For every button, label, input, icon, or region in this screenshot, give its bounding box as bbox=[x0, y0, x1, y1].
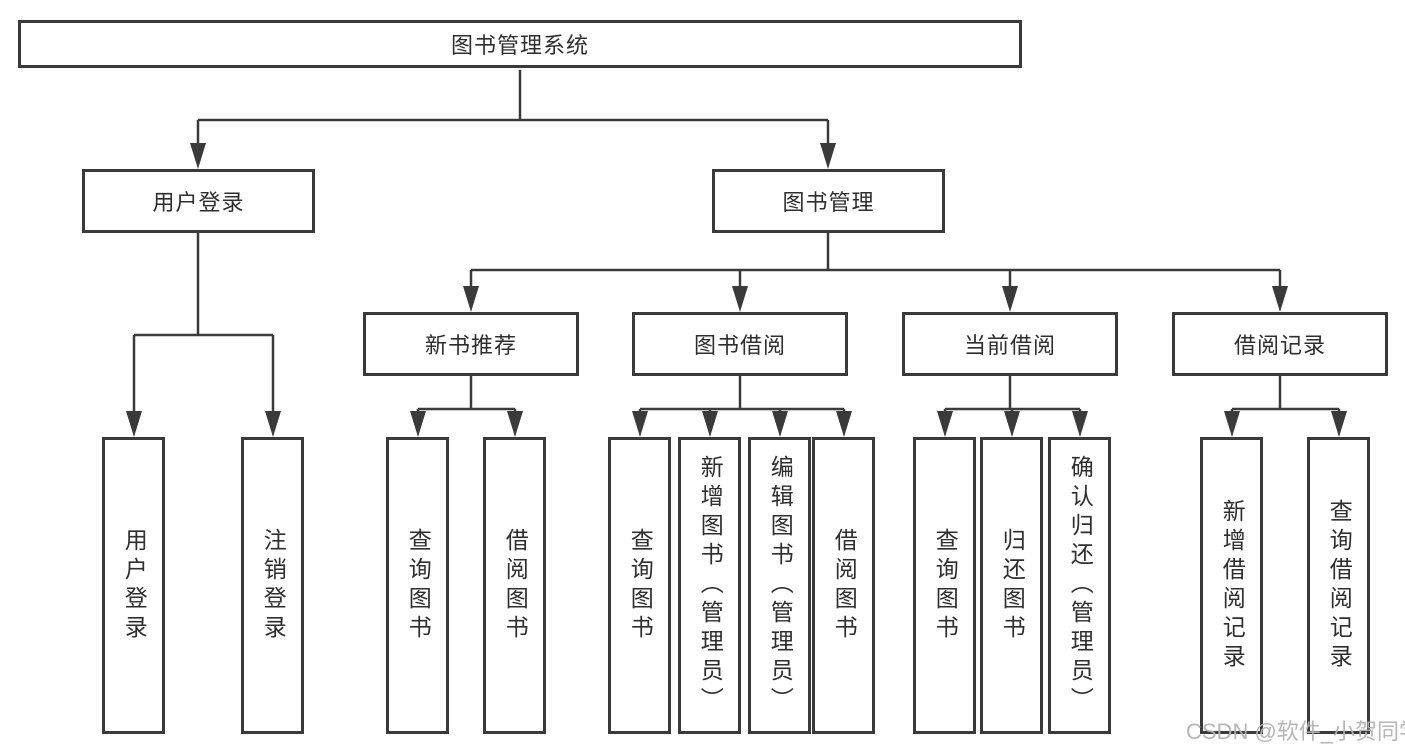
node-label: 图书借阅 bbox=[693, 333, 786, 358]
leaf-user-login: 用户登录 bbox=[102, 437, 165, 734]
node-label: 借阅记录 bbox=[1233, 333, 1326, 358]
leaf-label: 新增图书（管理员） bbox=[697, 455, 724, 716]
leaf-query-borrow-record: 查询借阅记录 bbox=[1307, 437, 1370, 734]
leaf-query-books-recommend: 查询图书 bbox=[386, 437, 449, 734]
node-user-login: 用户登录 bbox=[82, 169, 315, 233]
leaf-logout: 注销登录 bbox=[241, 437, 304, 734]
node-label: 用户登录 bbox=[152, 190, 245, 215]
csdn-watermark: CSDN @软件_小贺同学 bbox=[1186, 719, 1405, 744]
node-label: 图书管理 bbox=[782, 190, 875, 215]
leaf-label: 查询图书 bbox=[627, 527, 654, 644]
leaf-label: 借阅图书 bbox=[831, 527, 858, 644]
leaf-confirm-return-admin: 确认归还（管理员） bbox=[1048, 437, 1111, 734]
leaf-add-book-admin: 新增图书（管理员） bbox=[678, 437, 741, 734]
leaf-label: 借阅图书 bbox=[502, 527, 529, 644]
leaf-label: 注销登录 bbox=[260, 527, 287, 644]
node-current-borrow: 当前借阅 bbox=[902, 312, 1118, 376]
leaf-label: 查询借阅记录 bbox=[1326, 498, 1353, 673]
node-label: 新书推荐 bbox=[424, 333, 517, 358]
leaf-return-book: 归还图书 bbox=[980, 437, 1043, 734]
leaf-label: 查询图书 bbox=[405, 527, 432, 644]
leaf-label: 用户登录 bbox=[121, 527, 148, 644]
leaf-borrow-books: 借阅图书 bbox=[812, 437, 875, 734]
leaf-borrow-books-recommend: 借阅图书 bbox=[483, 437, 546, 734]
leaf-label: 查询图书 bbox=[932, 527, 959, 644]
node-borrow-record: 借阅记录 bbox=[1172, 312, 1388, 376]
leaf-query-books-borrow: 查询图书 bbox=[608, 437, 671, 734]
leaf-label: 编辑图书（管理员） bbox=[767, 455, 794, 716]
leaf-edit-book-admin: 编辑图书（管理员） bbox=[748, 437, 811, 734]
node-book-management: 图书管理 bbox=[712, 169, 945, 233]
leaf-add-borrow-record: 新增借阅记录 bbox=[1200, 437, 1263, 734]
node-new-book-recommend: 新书推荐 bbox=[363, 312, 579, 376]
leaf-label: 确认归还（管理员） bbox=[1067, 455, 1094, 716]
node-label: 当前借阅 bbox=[963, 333, 1056, 358]
leaf-query-books-current: 查询图书 bbox=[913, 437, 976, 734]
leaf-label: 归还图书 bbox=[999, 527, 1026, 644]
node-book-borrow: 图书借阅 bbox=[632, 312, 848, 376]
leaf-label: 新增借阅记录 bbox=[1219, 498, 1246, 673]
node-label: 图书管理系统 bbox=[450, 33, 589, 58]
node-library-management-system: 图书管理系统 bbox=[18, 20, 1022, 68]
arrowheads bbox=[126, 143, 1347, 437]
